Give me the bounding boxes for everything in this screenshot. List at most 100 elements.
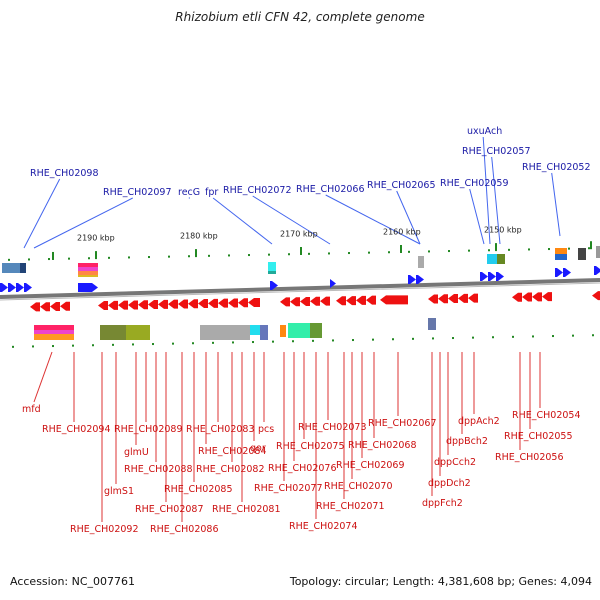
major-tick: [400, 245, 402, 253]
cog-box: [596, 246, 600, 258]
tick-dot: [188, 255, 190, 258]
reverse-gene-arrow: [198, 299, 208, 309]
reverse-gene-label: dppFch2: [422, 498, 463, 509]
reverse-gene-label: RHE_CH02094: [42, 424, 111, 435]
tick-dot: [368, 251, 370, 254]
tick-dot: [392, 338, 394, 341]
cog-box: [200, 325, 250, 340]
reverse-gene-arrow: [592, 291, 600, 301]
tick-dot: [328, 252, 330, 255]
tick-dot: [288, 253, 290, 256]
cog-box: [268, 271, 276, 274]
tick-dot: [472, 336, 474, 339]
reverse-gene-label: RHE_CH02074: [289, 521, 358, 532]
reverse-gene-label: RHE_CH02092: [70, 524, 139, 535]
tick-dot: [528, 248, 530, 251]
reverse-gene-label: RHE_CH02077: [254, 483, 323, 494]
tick-layer: [8, 241, 594, 348]
cog-box: [578, 248, 586, 260]
reverse-gene-arrow: [138, 300, 148, 310]
tick-dot: [208, 254, 210, 257]
cog-box: [78, 275, 98, 277]
cog-box: [2, 263, 20, 273]
tick-dot: [12, 345, 14, 348]
tick-dot: [268, 253, 270, 256]
reverse-gene-arrow: [238, 298, 248, 308]
reverse-gene-label: dppCch2: [434, 457, 476, 468]
scale-label: 2160 kbp: [383, 227, 421, 236]
cog-layer: [2, 246, 600, 340]
tick-dot: [292, 340, 294, 343]
forward-leader-line: [396, 190, 421, 245]
leader-line-layer: [23, 136, 561, 522]
forward-leader-line: [23, 178, 61, 249]
reverse-gene-arrow: [356, 295, 366, 305]
forward-leader-line: [33, 197, 133, 249]
reverse-leader-line: [33, 351, 53, 403]
curve-layer: [0, 278, 600, 301]
forward-leader-line: [482, 136, 491, 245]
tick-dot: [588, 247, 590, 250]
tick-dot: [192, 342, 194, 345]
reverse-gene-label: dppBch2: [446, 436, 488, 447]
reverse-gene-arrow: [532, 292, 542, 302]
reverse-gene-arrow: [380, 295, 408, 305]
tick-dot: [468, 249, 470, 252]
reverse-gene-label: RHE_CH02076: [268, 463, 337, 474]
tick-dot: [152, 343, 154, 346]
reverse-gene-label: pcs: [258, 424, 274, 435]
cog-box: [78, 271, 98, 275]
tick-dot: [332, 339, 334, 342]
scale-label: 2170 kbp: [280, 229, 318, 238]
reverse-gene-arrow: [448, 294, 458, 304]
cog-box: [34, 325, 74, 330]
forward-gene-arrow: [24, 283, 32, 292]
reverse-gene-arrow: [168, 299, 178, 309]
forward-gene-label: RHE_CH02072: [223, 185, 292, 196]
tick-dot: [388, 251, 390, 254]
tick-dot: [488, 249, 490, 252]
tick-dot: [452, 337, 454, 340]
forward-gene-label: RHE_CH02052: [522, 162, 591, 173]
reverse-gene-arrow: [30, 302, 40, 312]
genome-backbone: [0, 278, 600, 299]
tick-dot: [132, 343, 134, 346]
reverse-gene-arrow: [336, 296, 346, 306]
genome-summary-text: Topology: circular; Length: 4,381,608 bp…: [289, 575, 592, 588]
tick-dot: [168, 255, 170, 258]
forward-gene-arrow: [480, 272, 488, 281]
cog-box: [250, 325, 260, 335]
reverse-gene-arrow: [228, 298, 238, 308]
cog-box: [268, 262, 276, 271]
reverse-gene-label: RHE_CH02070: [324, 481, 393, 492]
tick-dot: [592, 334, 594, 337]
tick-dot: [568, 247, 570, 250]
tick-dot: [572, 334, 574, 337]
tick-dot: [128, 256, 130, 259]
tick-dot: [32, 345, 34, 348]
tick-dot: [312, 339, 314, 342]
reverse-gene-arrow: [522, 292, 532, 302]
major-tick: [300, 247, 302, 255]
reverse-gene-arrow: [366, 295, 376, 305]
reverse-gene-arrow: [188, 299, 198, 309]
forward-leader-line: [469, 188, 485, 245]
forward-gene-arrow: [16, 283, 24, 292]
reverse-gene-label: RHE_CH02089: [114, 424, 183, 435]
reverse-gene-label: RHE_CH02054: [512, 410, 581, 421]
reverse-gene-arrow: [98, 301, 108, 311]
tick-dot: [308, 252, 310, 255]
forward-leader-line: [551, 172, 561, 237]
reverse-gene-label: RHE_CH02083: [186, 424, 255, 435]
reverse-gene-arrow: [542, 292, 552, 302]
forward-gene-label: fpr: [205, 187, 218, 198]
reverse-gene-arrow: [108, 300, 118, 310]
tick-dot: [352, 339, 354, 342]
reverse-gene-label: RHE_CH02082: [196, 464, 265, 475]
tick-dot: [428, 250, 430, 253]
cog-box: [260, 325, 268, 340]
forward-gene-label: RHE_CH02065: [367, 180, 436, 191]
reverse-gene-label: qor: [250, 443, 266, 454]
reverse-gene-label: RHE_CH02055: [504, 431, 573, 442]
